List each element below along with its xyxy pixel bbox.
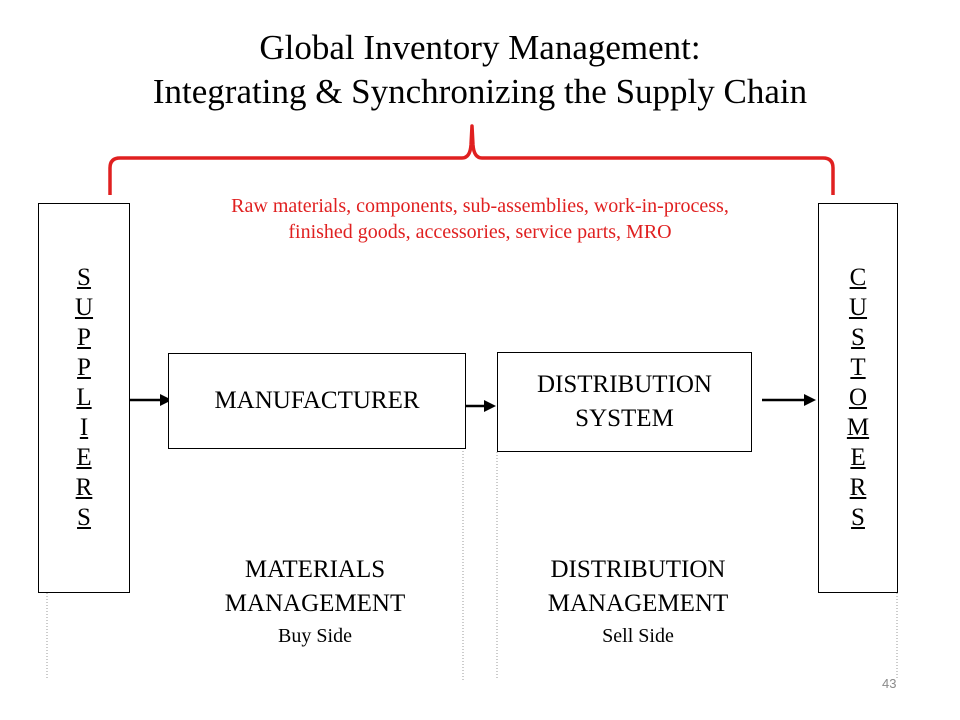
distribution-system-box: DISTRIBUTION SYSTEM (497, 352, 752, 452)
suppliers-letter: L (76, 384, 92, 411)
distribution-management-line-1: DISTRIBUTION (550, 556, 726, 583)
sell-side-label: Sell Side (602, 625, 674, 647)
suppliers-letter: P (77, 354, 91, 381)
materials-management-line-2: MANAGEMENT (224, 590, 406, 617)
suppliers-letter: E (76, 444, 92, 471)
inventory-note-line-2: finished goods, accessories, service par… (288, 221, 672, 243)
suppliers-letter: P (77, 324, 91, 351)
customers-letter: U (848, 294, 868, 321)
distribution-system-label-line-1: DISTRIBUTION (537, 371, 712, 398)
customers-letter: R (849, 474, 867, 501)
customers-letter: O (848, 384, 868, 411)
inventory-brace (108, 124, 835, 195)
inventory-note-line-1: Raw materials, components, sub-assemblie… (231, 195, 729, 217)
distribution-management-group: DISTRIBUTION MANAGEMENT Sell Side (503, 553, 773, 649)
suppliers-box: S U P P L I E R S (38, 203, 130, 593)
manufacturer-box: MANUFACTURER (168, 353, 466, 449)
customers-letter: S (851, 324, 865, 351)
buy-side-label: Buy Side (278, 625, 352, 647)
materials-management-group: MATERIALS MANAGEMENT Buy Side (180, 553, 450, 649)
suppliers-letter: S (77, 504, 91, 531)
slide-title-line-2: Integrating & Synchronizing the Supply C… (152, 72, 808, 111)
customers-letter: E (850, 444, 866, 471)
customers-letter: M (846, 414, 870, 441)
customers-letter: S (851, 504, 865, 531)
suppliers-letter: I (79, 414, 89, 441)
manufacturer-label: MANUFACTURER (214, 387, 420, 414)
suppliers-letter: U (74, 294, 94, 321)
page-number: 43 (882, 676, 897, 691)
customers-letter: C (849, 264, 867, 291)
distribution-system-label-line-2: SYSTEM (575, 405, 674, 432)
suppliers-letter: S (77, 264, 91, 291)
suppliers-letter: R (75, 474, 93, 501)
materials-management-line-1: MATERIALS (244, 556, 386, 583)
slide-title-line-1: Global Inventory Management: (259, 28, 701, 67)
arrow-suppliers-to-manufacturer (130, 394, 172, 406)
arrow-manufacturer-to-distribution (466, 400, 496, 412)
distribution-management-line-2: MANAGEMENT (547, 590, 729, 617)
customers-letter: T (850, 354, 866, 381)
customers-box: C U S T O M E R S (818, 203, 898, 593)
arrow-distribution-to-customers (762, 394, 816, 406)
